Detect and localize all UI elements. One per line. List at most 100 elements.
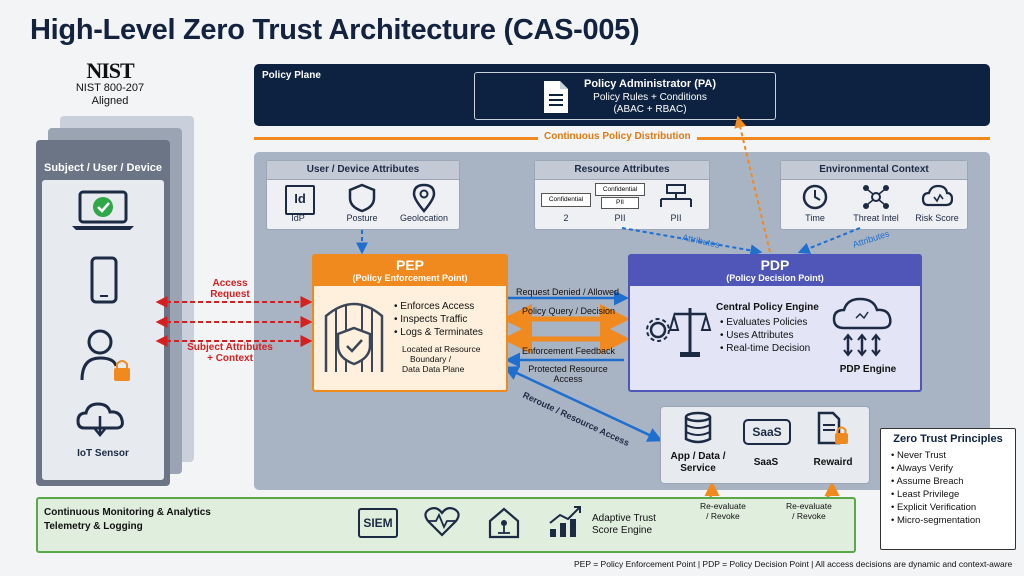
- user-attr-posture: Posture: [346, 213, 378, 223]
- laptop-icon: [72, 190, 134, 230]
- zt-item-text: Always Verify: [896, 463, 953, 474]
- resource-access-arrow: [503, 366, 663, 442]
- pep-bullet-1-text: Enforces Access: [400, 301, 475, 312]
- reevaluate-1-line-2: / Revoke: [706, 511, 740, 521]
- policy-plane: Policy Plane Policy Administrator (PA) P…: [254, 64, 990, 126]
- tag-pii: PII: [601, 197, 639, 209]
- zt-item-text: Assume Breach: [896, 476, 964, 487]
- resource-attr-3: PII: [670, 213, 682, 223]
- pdp-box[interactable]: PDP (Policy Decision Point) Central Poli…: [628, 254, 922, 392]
- monitoring-bar: Continuous Monitoring & Analytics Teleme…: [36, 497, 856, 553]
- pdp-bullet-2-text: Uses Attributes: [726, 330, 794, 341]
- trend-chart-icon: [549, 506, 581, 537]
- heartbeat-icon: [424, 507, 460, 537]
- pep-note-2: Boundary /: [410, 354, 452, 364]
- location-pin-icon: [412, 183, 436, 213]
- page-title: High-Level Zero Trust Architecture (CAS-…: [30, 14, 640, 46]
- zt-item: • Always Verify: [891, 463, 953, 474]
- resource-app: App / Data / Service: [665, 451, 731, 475]
- reevaluate-2-line-2: / Revoke: [792, 511, 826, 521]
- subject-title: Subject / User / Device: [44, 162, 162, 174]
- pep-bullet-3: • Logs & Terminates: [394, 327, 483, 338]
- request-flow-label: Request Denied / Allowed: [516, 287, 620, 297]
- pdp-engine-label: PDP Engine: [839, 364, 897, 375]
- reevaluate-label-1: Re-evaluate / Revoke: [700, 501, 746, 521]
- monitoring-line-2: Telemetry & Logging: [44, 521, 143, 532]
- env-context-title: Environmental Context: [781, 161, 967, 180]
- zt-item: • Assume Breach: [891, 476, 964, 487]
- subject-device-icons: [72, 190, 134, 437]
- document-lock-icon: [817, 411, 848, 445]
- access-request-line-2: Request: [210, 289, 250, 300]
- resource-attrs-title: Resource Attributes: [535, 161, 709, 180]
- zt-item: • Least Privilege: [891, 489, 960, 500]
- resource-saas: SaaS: [753, 457, 779, 468]
- access-request-label: Access Request: [196, 278, 264, 300]
- pdp-title: PDP: [760, 257, 790, 273]
- subject-devices: IoT Sensor: [42, 180, 164, 480]
- subject-attributes-line-2: + Context: [207, 353, 253, 364]
- nist-logo: NIST: [86, 58, 134, 83]
- zt-item-text: Micro-segmentation: [896, 515, 981, 526]
- siem-icon: SIEM: [358, 508, 398, 538]
- subject-attributes-label: Subject Attributes + Context: [176, 342, 284, 364]
- subject-attributes-line-1: Subject Attributes: [187, 342, 273, 353]
- subject-panel: Subject / User / Device: [36, 140, 170, 486]
- pep-bullet-2-text: Inspects Traffic: [400, 314, 468, 325]
- reevaluate-2-line-1: Re-evaluate: [786, 501, 832, 511]
- user-attrs-title: User / Device Attributes: [267, 161, 459, 180]
- pdp-subtitle: (Policy Decision Point): [726, 273, 824, 283]
- pep-box[interactable]: PEP (Policy Enforcement Point) • Enforce…: [312, 254, 508, 392]
- cloud-sensor-icon: [76, 402, 124, 437]
- zt-item: • Never Trust: [891, 450, 947, 461]
- reevaluate-label-2: Re-evaluate / Revoke: [786, 501, 832, 521]
- pdp-bullet-3-text: Real-time Decision: [726, 343, 811, 354]
- protected-flow-line-2: Access: [553, 374, 583, 384]
- env-threat-intel: Threat Intel: [853, 213, 899, 223]
- zero-trust-principles: Zero Trust Principles • Never Trust • Al…: [880, 428, 1016, 550]
- zt-item-text: Never Trust: [896, 450, 947, 461]
- env-attrs-arrow: [797, 227, 861, 255]
- document-icon: [544, 81, 568, 113]
- monitoring-line-1: Continuous Monitoring & Analytics: [44, 507, 211, 518]
- nist-badge: NIST NIST 800-207 Aligned: [70, 60, 150, 108]
- resources-box: SaaS App / Data / Service SaaS Rewaird: [660, 406, 870, 484]
- iot-sensor-label: IoT Sensor: [77, 448, 129, 459]
- saas-icon: SaaS: [743, 419, 791, 445]
- pep-bullets: • Enforces Access • Inspects Traffic • L…: [394, 300, 483, 339]
- zt-item-text: Explicit Verification: [896, 502, 977, 513]
- resource-app-line-2: Service: [680, 463, 716, 474]
- distribution-label: Continuous Policy Distribution: [538, 131, 697, 142]
- policy-administrator[interactable]: Policy Administrator (PA) Policy Rules +…: [474, 72, 776, 120]
- cloud-risk-icon: [921, 184, 953, 207]
- id-card-icon: Id: [285, 185, 315, 215]
- zt-list: • Never Trust • Always Verify • Assume B…: [881, 449, 1015, 527]
- pdp-to-pa-arrow: [734, 115, 771, 253]
- adaptive-line-2: Score Engine: [592, 525, 653, 536]
- pdp-bullet-1: • Evaluates Policies: [720, 317, 808, 328]
- data-flow-icon: [660, 184, 692, 207]
- pep-note-1: Located at Resource: [402, 344, 481, 354]
- pep-bullet-3-text: Logs & Terminates: [400, 327, 483, 338]
- adaptive-trust-label: Adaptive Trust Score Engine: [592, 513, 656, 537]
- query-flow-label: Policy Query / Decision: [522, 306, 616, 316]
- pep-note-3: Data Data Plane: [402, 364, 465, 374]
- pa-line-1: Policy Rules + Conditions: [593, 92, 707, 103]
- pdp-engine-title: Central Policy Engine: [716, 302, 819, 313]
- protected-flow-line-1: Protected Resource: [528, 364, 608, 374]
- user-attr-idp: IdP: [291, 213, 305, 223]
- policy-plane-label: Policy Plane: [262, 70, 321, 81]
- resource-attr-2: PII: [614, 213, 626, 223]
- resource-attributes: Resource Attributes Confidential Confide…: [534, 160, 710, 230]
- user-attr-geolocation: Geolocation: [399, 213, 449, 223]
- protected-flow-label: Protected Resource Access: [528, 364, 608, 384]
- user-lock-icon: [80, 329, 130, 381]
- nist-line-2: Aligned: [91, 95, 129, 107]
- pep-note: Located at Resource Boundary / Data Data…: [402, 344, 480, 374]
- pdp-header: PDP (Policy Decision Point): [630, 256, 920, 286]
- cloud-engine-icon: [832, 297, 892, 357]
- pep-subtitle: (Policy Enforcement Point): [352, 273, 468, 283]
- pep-bullet-1: • Enforces Access: [394, 301, 475, 312]
- pa-line-2: (ABAC + RBAC): [613, 104, 687, 115]
